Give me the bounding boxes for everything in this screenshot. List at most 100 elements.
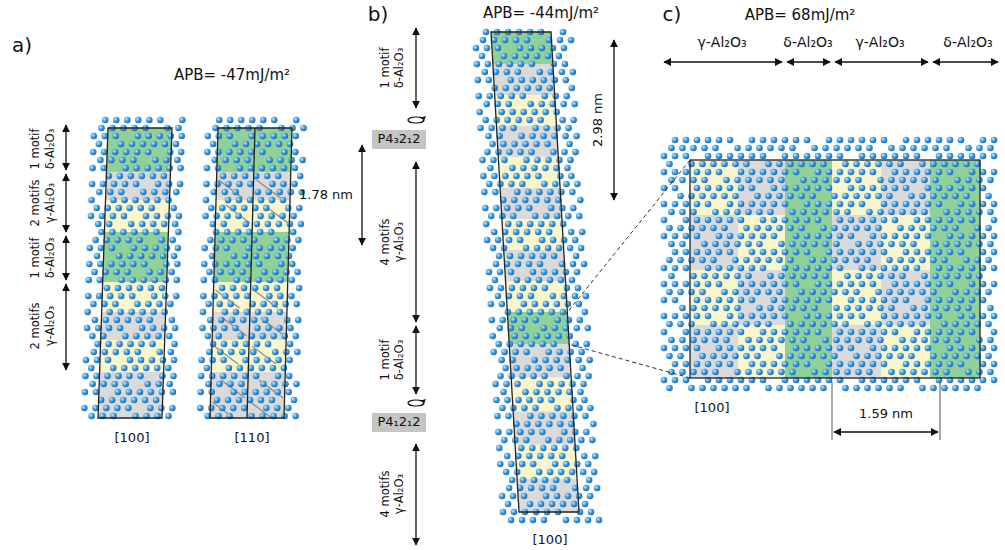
atom: [888, 177, 895, 184]
atom: [101, 349, 108, 356]
atom: [174, 261, 181, 268]
atom: [892, 345, 899, 352]
atom: [556, 245, 563, 252]
atom: [683, 361, 690, 368]
atom: [789, 273, 796, 280]
atom: [553, 357, 560, 364]
atom: [919, 225, 926, 232]
atom: [170, 205, 177, 212]
atom: [811, 241, 818, 248]
phase-band: [690, 325, 738, 378]
atom: [892, 265, 899, 272]
atom: [677, 353, 684, 360]
atom: [727, 201, 734, 208]
atom: [276, 141, 283, 148]
atom: [112, 349, 119, 356]
atom: [135, 117, 142, 124]
atom: [539, 485, 546, 492]
atom: [121, 213, 128, 220]
atom: [213, 229, 220, 236]
atom: [947, 169, 954, 176]
atom: [493, 397, 500, 404]
atom: [892, 329, 899, 336]
atom: [300, 125, 307, 132]
atom: [144, 165, 151, 172]
atom: [897, 257, 904, 264]
atom: [518, 61, 525, 68]
atom: [980, 297, 987, 304]
atom: [919, 385, 926, 392]
atom: [716, 329, 723, 336]
atom: [732, 257, 739, 264]
atom: [776, 225, 783, 232]
atom: [954, 241, 961, 248]
atom: [546, 421, 553, 428]
atom: [150, 309, 157, 316]
atom: [86, 261, 93, 268]
atom: [991, 233, 998, 240]
atom: [694, 345, 701, 352]
atom: [985, 353, 992, 360]
atom: [749, 265, 756, 272]
atom: [987, 337, 994, 344]
atom: [568, 173, 575, 180]
atom: [526, 261, 533, 268]
atom: [886, 257, 893, 264]
atom: [716, 249, 723, 256]
atom: [265, 141, 272, 148]
atom: [171, 253, 178, 260]
atom: [969, 169, 976, 176]
atom: [545, 349, 552, 356]
atom: [576, 493, 583, 500]
atom: [265, 341, 272, 348]
atom: [694, 201, 701, 208]
atom: [705, 329, 712, 336]
atom: [661, 217, 668, 224]
atom: [289, 245, 296, 252]
atom: [583, 429, 590, 436]
atom: [513, 229, 520, 236]
atom: [837, 361, 844, 368]
atom: [705, 153, 712, 160]
atom: [541, 373, 548, 380]
atom: [991, 329, 998, 336]
atom: [539, 237, 546, 244]
atom: [532, 125, 539, 132]
phase-band: [690, 215, 738, 270]
atom: [509, 165, 516, 172]
atom: [919, 257, 926, 264]
atom: [561, 45, 568, 52]
atom: [151, 141, 158, 148]
atom: [864, 353, 871, 360]
atom: [734, 177, 741, 184]
atom: [947, 153, 954, 160]
atom: [969, 265, 976, 272]
atom: [160, 253, 167, 260]
atom: [137, 389, 144, 396]
atom: [672, 281, 679, 288]
atom: [668, 145, 675, 152]
atom: [721, 289, 728, 296]
atom: [914, 249, 921, 256]
atom: [536, 381, 543, 388]
atom: [292, 165, 299, 172]
atom: [176, 213, 183, 220]
atom: [289, 277, 296, 284]
phase-label: γ-Al₂O₃: [393, 222, 406, 262]
atom: [941, 193, 948, 200]
atom: [798, 161, 805, 168]
atom: [122, 333, 129, 340]
atom: [855, 177, 862, 184]
atom: [980, 377, 987, 384]
atom: [980, 361, 987, 368]
atom: [877, 177, 884, 184]
atom: [566, 333, 573, 340]
atom: [732, 193, 739, 200]
atom: [771, 217, 778, 224]
atom: [515, 261, 522, 268]
atom: [267, 245, 274, 252]
atom: [963, 161, 970, 168]
atom: [958, 329, 965, 336]
atom: [552, 181, 559, 188]
